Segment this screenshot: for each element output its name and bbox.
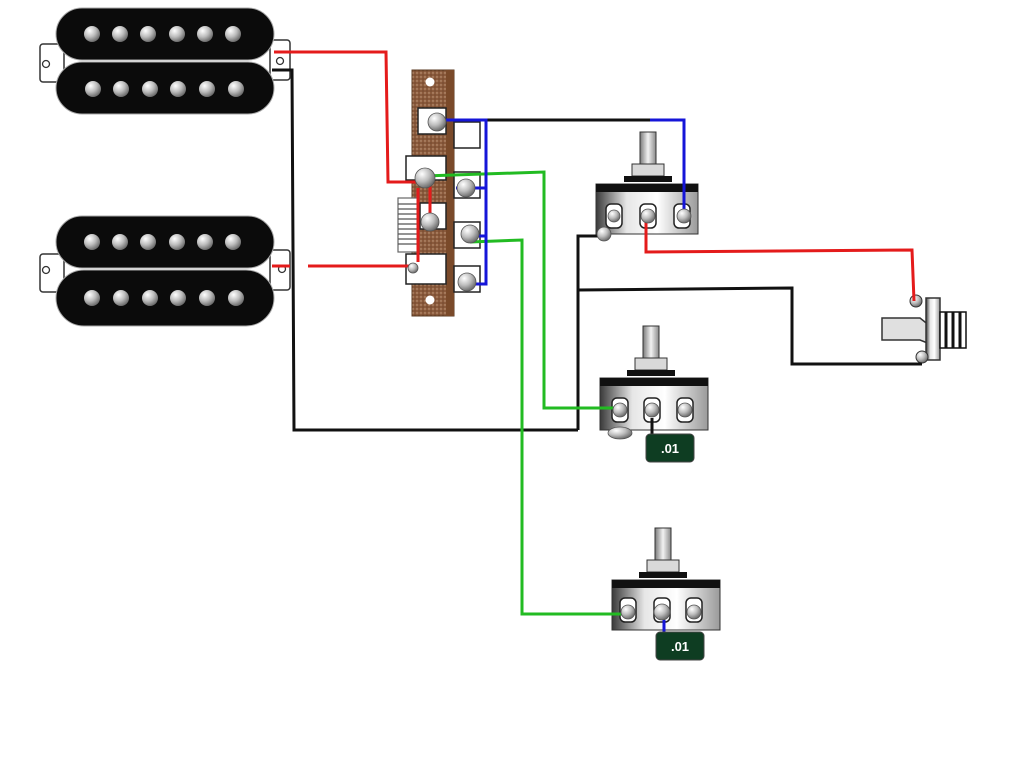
switch-lugs-right (453, 121, 481, 293)
neck-humbucker (39, 7, 291, 115)
pole-pieces (84, 26, 244, 97)
green-wires (423, 170, 630, 616)
capacitor-value-label: .01 (661, 441, 679, 456)
solder-joints (407, 112, 702, 621)
capacitor-value-label: .01 (671, 639, 689, 654)
output-jack (881, 294, 967, 364)
tone-capacitor-2: .01 (655, 620, 705, 661)
switch-spring (397, 197, 419, 253)
bridge-humbucker (39, 215, 291, 327)
tone-capacitor-1: .01 (645, 418, 695, 463)
pole-pieces (84, 234, 244, 306)
hot-wires (272, 50, 916, 302)
